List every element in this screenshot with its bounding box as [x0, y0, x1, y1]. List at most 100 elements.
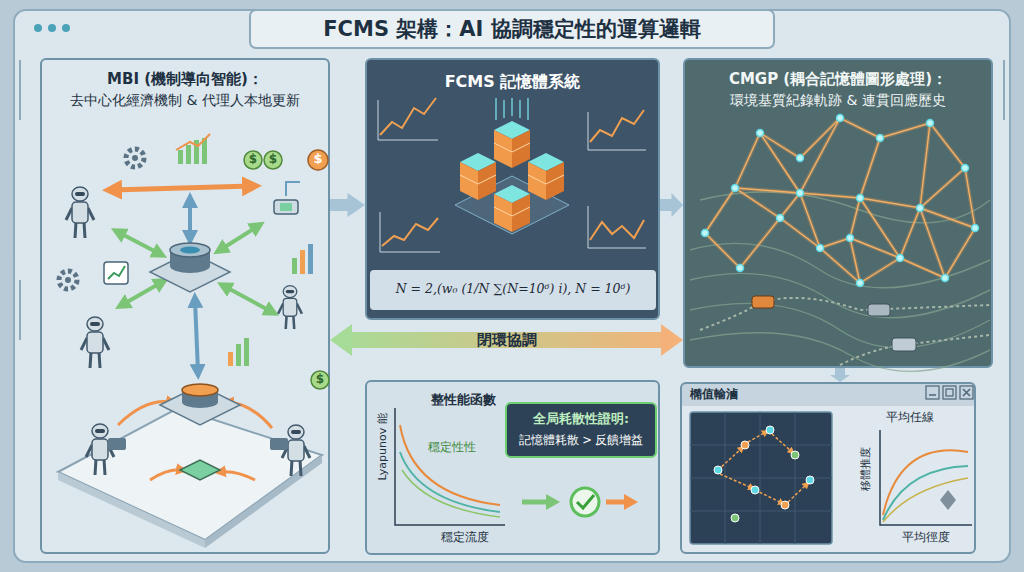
lyapunov-chart — [402, 470, 500, 517]
axis-label: 穩定流度 — [420, 530, 510, 545]
threshold-plot — [718, 432, 807, 503]
agent-network — [311, 371, 329, 389]
agent-network — [270, 438, 288, 450]
threshold-plot — [960, 386, 973, 399]
graph-terrain — [857, 195, 864, 202]
memory-cubes — [460, 121, 564, 232]
agent-network — [66, 187, 94, 238]
agent-network — [194, 140, 199, 164]
agent-network — [236, 344, 241, 366]
agent-network — [132, 155, 138, 161]
arrow-head — [830, 375, 850, 382]
threshold-plot — [883, 478, 968, 522]
agent-network — [118, 232, 160, 254]
agent-network — [228, 402, 272, 428]
memory-cubes — [380, 212, 440, 252]
graph-terrain — [690, 333, 990, 372]
memory-cubes — [378, 100, 438, 140]
graph-terrain — [877, 135, 884, 142]
graph-terrain — [757, 130, 764, 137]
graph-terrain — [837, 115, 844, 122]
lyapunov-chart — [395, 408, 505, 525]
memory-cubes — [370, 270, 656, 310]
graph-terrain — [690, 273, 990, 317]
threshold-plot — [690, 511, 832, 512]
connector-arrow — [330, 324, 683, 356]
threshold-window: 橢值輸滷 — [680, 382, 976, 554]
agent-network — [170, 250, 210, 266]
agent-network — [308, 150, 328, 170]
memory-cubes — [495, 98, 497, 120]
agent-network — [274, 200, 298, 214]
memory-cubes — [378, 98, 646, 252]
graph-terrain — [732, 185, 739, 192]
agent-network — [205, 455, 322, 548]
threshold-plot — [690, 412, 832, 544]
lyapunov-chart — [577, 495, 594, 508]
agent-network — [220, 226, 258, 250]
threshold-plot — [718, 448, 742, 470]
graph-terrain — [917, 205, 924, 212]
agent-network — [58, 472, 205, 548]
threshold-plot — [751, 486, 759, 494]
graph-terrain — [847, 235, 854, 242]
threshold-plot — [788, 484, 807, 502]
threshold-plot — [690, 412, 832, 544]
connector-line — [330, 199, 351, 211]
memory-cubes — [590, 110, 644, 142]
agent-network — [86, 424, 114, 475]
memory-cubes — [494, 130, 512, 168]
agent-network — [292, 258, 297, 274]
agent-network — [81, 317, 109, 368]
memory-cubes — [528, 153, 564, 171]
threshold-plot — [748, 432, 766, 442]
graph-terrain — [857, 280, 864, 287]
agent-network — [286, 182, 300, 196]
memory-cubes — [478, 162, 496, 200]
graph-terrain — [700, 298, 990, 330]
node-heading: 全局耗散性證明: — [507, 411, 655, 427]
graph-terrain — [892, 338, 916, 351]
frame-background — [34, 24, 42, 32]
agent-network — [180, 247, 200, 254]
agent-network — [58, 134, 329, 548]
graph-terrain — [868, 304, 890, 316]
axis-label: 移體推度 — [859, 434, 873, 504]
agent-network — [122, 282, 162, 305]
threshold-plot — [690, 386, 973, 544]
threshold-plot — [963, 389, 970, 396]
lyapunov-chart — [606, 500, 626, 505]
agent-network — [280, 203, 292, 211]
agent-network — [112, 186, 252, 190]
memory-cubes — [528, 162, 546, 200]
threshold-plot — [883, 466, 968, 520]
memory-cubes — [512, 130, 530, 168]
graph-terrain — [700, 298, 990, 365]
threshold-plot — [926, 386, 939, 399]
threshold-plot — [781, 501, 789, 509]
frame-background — [62, 24, 70, 32]
memory-cubes — [460, 143, 564, 216]
arrow-head — [330, 324, 352, 356]
agent-network — [182, 396, 218, 408]
threshold-plot — [880, 430, 972, 525]
threshold-plot — [946, 389, 953, 396]
memory-cubes — [380, 98, 436, 135]
graph-terrain — [737, 265, 744, 272]
graph-terrain — [702, 115, 979, 287]
memory-cubes — [519, 100, 521, 118]
threshold-plot — [714, 426, 814, 522]
graph-terrain — [840, 335, 990, 365]
memory-cubes — [460, 162, 478, 200]
arrow-head — [348, 193, 366, 217]
threshold-plot — [791, 451, 799, 459]
title-bar: FCMS 架構：AI 協調穩定性的運算邏輯 — [250, 16, 774, 46]
graph-terrain — [972, 225, 979, 232]
agent-network — [202, 138, 207, 164]
memory-cubes — [527, 98, 529, 120]
graph-terrain — [942, 275, 949, 282]
memory-cubes — [546, 162, 564, 200]
threshold-plot — [883, 450, 968, 515]
chart-panel: 整性能函數全局耗散性證明:記憶體耗散 > 反饋增益 — [365, 380, 660, 555]
